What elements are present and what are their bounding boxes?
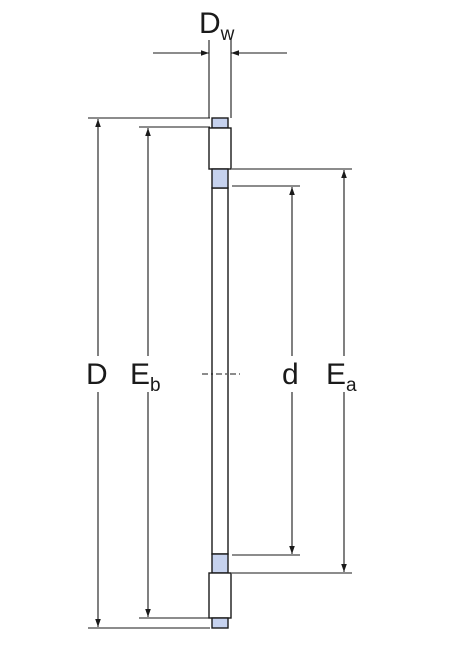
d-inner-label: d (282, 358, 299, 391)
dw-label: Dw (199, 7, 235, 45)
ea-dimension: Ea (232, 168, 357, 574)
roller-bottom-inner (211, 553, 229, 574)
dw-dimension: Dw (153, 7, 287, 118)
ea-label: Ea (326, 358, 357, 396)
roller-top-outer (211, 117, 229, 129)
roller-bottom-outer (211, 617, 229, 629)
cage-top-block (208, 127, 232, 170)
bearing-section (202, 117, 240, 629)
roller-top-inner (211, 168, 229, 189)
outer-diameter-dimension: D (86, 117, 210, 629)
cage-strip (211, 187, 229, 555)
cage-bottom-block (208, 572, 232, 619)
d-outer-label: D (86, 358, 108, 391)
bore-diameter-dimension: d (232, 185, 300, 556)
eb-label: Eb (130, 358, 161, 396)
eb-dimension: Eb (130, 126, 210, 619)
